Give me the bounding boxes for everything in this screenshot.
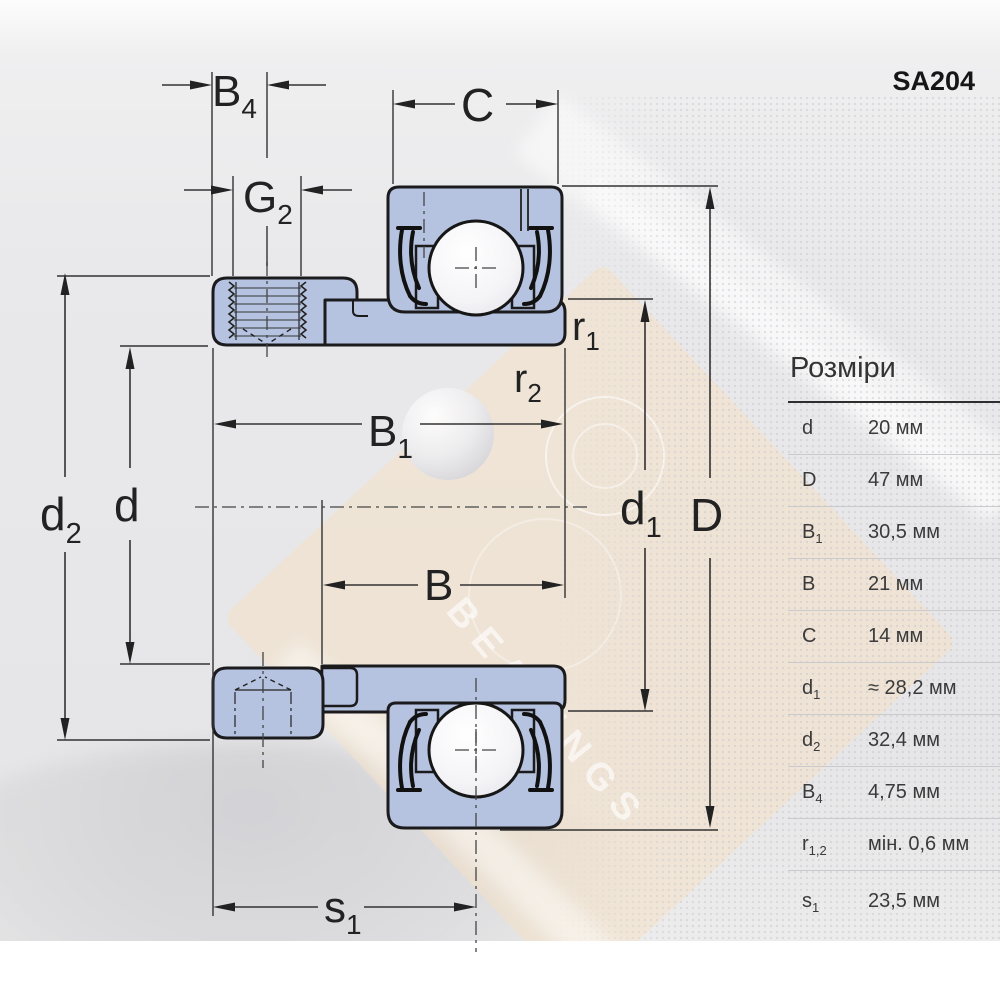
row-label: B	[802, 573, 816, 595]
table-body: d 20 мм D 47 мм B1 30,5 мм B 21 мм C 14 …	[788, 401, 1000, 931]
row-label: B1	[802, 521, 823, 546]
row-value: 20 мм	[868, 417, 924, 439]
dim-label-s1: s1	[324, 883, 362, 940]
dim-label-d: d	[114, 479, 140, 531]
table-row: C 14 мм	[788, 611, 1000, 663]
collar-notch-top	[352, 299, 368, 317]
background-bearing-ghost-circle	[545, 396, 665, 516]
centerlines	[195, 192, 592, 952]
dim-label-b: B	[424, 561, 453, 610]
thread-section-top	[227, 281, 308, 344]
table-row: B 21 мм	[788, 559, 1000, 611]
dim-label-g2: G2	[243, 173, 293, 230]
row-value: 14 мм	[868, 625, 924, 647]
background-bearing-ghost-circle	[572, 423, 638, 489]
table-row: d 20 мм	[788, 403, 1000, 455]
row-value: 21 мм	[868, 573, 924, 595]
row-value: 4,75 мм	[868, 781, 940, 803]
table-row: d2 32,4 мм	[788, 715, 1000, 767]
row-label: C	[802, 625, 817, 647]
table-row: d1 ≈ 28,2 мм	[788, 663, 1000, 715]
row-value: ≈ 28,2 мм	[868, 677, 957, 699]
row-label: D	[802, 469, 817, 491]
row-label: s1	[802, 889, 820, 915]
row-label: d1	[802, 677, 821, 702]
dim-label-d2: d2	[40, 488, 82, 550]
row-value: мін. 0,6 мм	[868, 833, 970, 855]
row-value: 23,5 мм	[868, 889, 940, 912]
table-row: B4 4,75 мм	[788, 767, 1000, 819]
dim-label-b4: B4	[212, 67, 257, 124]
table-row: s1 23,5 мм	[788, 871, 1000, 931]
locking-collar-bottom	[211, 666, 325, 740]
background-halftone-texture	[552, 95, 1000, 940]
background-ball-ghost	[402, 388, 494, 480]
table-title: Розміри	[790, 352, 896, 384]
table-row: r1,2 мін. 0,6 мм	[788, 819, 1000, 871]
inner-ring-step-bottom	[320, 666, 359, 708]
background-bottom-strip	[0, 941, 1000, 1000]
dim-label-r1: r1	[572, 305, 600, 356]
row-label: B4	[802, 781, 823, 806]
row-value: 32,4 мм	[868, 729, 940, 751]
dim-label-b1: B1	[368, 407, 413, 464]
dim-label-d1: d1	[620, 482, 662, 544]
dimensions-table: Розміри d 20 мм D 47 мм B1 30,5 мм B 21 …	[788, 350, 1000, 931]
dim-label-c: C	[461, 79, 494, 131]
table-row: D 47 мм	[788, 455, 1000, 507]
dimension-arrowheads	[60, 80, 715, 912]
dimension-lines	[64, 84, 711, 908]
extension-lines	[57, 72, 718, 916]
row-label: d2	[802, 729, 821, 754]
dim-label-r2: r2	[514, 357, 542, 408]
row-label: d	[802, 417, 814, 439]
row-value: 47 мм	[868, 469, 924, 491]
part-code: SA204	[892, 66, 975, 96]
dim-label-D: D	[690, 489, 723, 541]
row-label: r1,2	[802, 833, 827, 858]
row-value: 30,5 мм	[868, 521, 940, 543]
table-row: B1 30,5 мм	[788, 507, 1000, 559]
